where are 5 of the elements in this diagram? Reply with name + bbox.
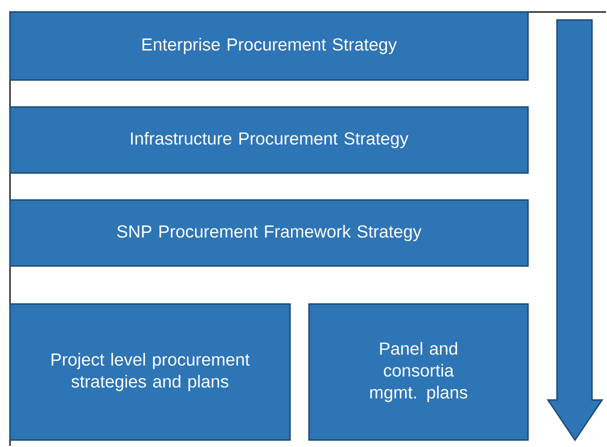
strategy-box: Panel and consortia mgmt. plans xyxy=(308,303,529,441)
strategy-box: SNP Procurement Framework Strategy xyxy=(9,199,529,267)
strategy-box: Infrastructure Procurement Strategy xyxy=(9,106,529,174)
strategy-box: Project level procurement strategies and plans xyxy=(9,303,291,441)
strategy-box: Enterprise Procurement Strategy xyxy=(9,11,529,81)
